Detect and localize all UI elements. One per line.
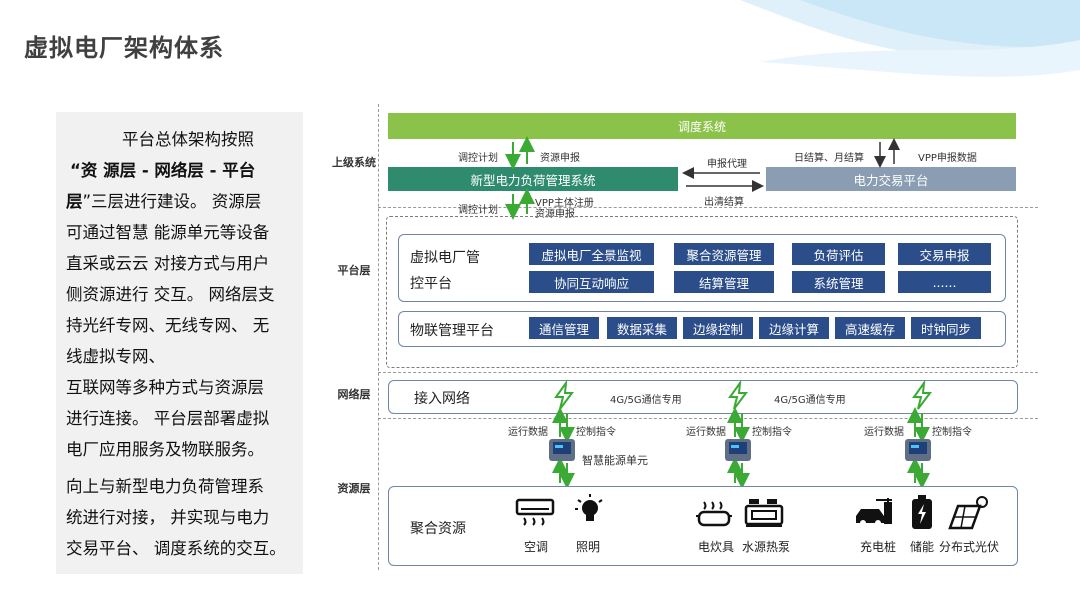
- intro-line: 互联网等多种方式与资源层: [66, 378, 264, 397]
- iot-module-communication: 通信管理: [529, 317, 599, 339]
- device-label-pv: 分布式光伏: [938, 540, 999, 554]
- intro-rest: ”三层进行建设。 资源层: [82, 192, 262, 211]
- iot-platform-label: 物联管理平台: [410, 323, 494, 339]
- charging-pile-icon: [856, 498, 892, 526]
- aggregate-resource-label: 聚合资源: [410, 521, 466, 537]
- comm-label: 4G/5G通信专用: [774, 395, 846, 406]
- energy-unit-icon: [905, 439, 931, 461]
- cooker-icon: [696, 501, 732, 527]
- label-control-command: 控制指令: [752, 427, 792, 438]
- device-label-cooker: 电炊具: [697, 540, 734, 554]
- label-settlement: 日结算、月结算: [794, 153, 864, 164]
- device-label-storage: 储能: [909, 540, 934, 554]
- air-conditioner-icon: [515, 498, 555, 526]
- label-run-data: 运行数据: [686, 427, 726, 438]
- iot-module-clock-sync: 时钟同步: [911, 317, 981, 339]
- iot-module-edge-compute: 边缘计算: [759, 317, 829, 339]
- power-trading-platform-bar: 电力交易平台: [766, 167, 1016, 191]
- energy-unit-icon: [725, 439, 751, 461]
- module-system-management: 系统管理: [792, 271, 885, 293]
- intro-line: 线虚拟专网、: [66, 347, 165, 366]
- intro-line: 电厂应用服务及物联服务。: [66, 440, 264, 459]
- label-dispatch-control: 调控计划: [458, 205, 498, 216]
- layer-axis: [378, 104, 379, 570]
- intro-line: 平台总体架构按照: [122, 130, 254, 149]
- energy-unit-icon: [549, 439, 575, 461]
- layer-label-platform: 平台层: [337, 264, 371, 277]
- layer-divider: [378, 418, 1038, 419]
- iot-module-edge-control: 边缘控制: [683, 317, 753, 339]
- energy-unit-label: 智慧能源单元: [582, 454, 648, 467]
- module-cooperative-response: 协同互动响应: [529, 271, 654, 293]
- lightbulb-icon: [575, 494, 603, 521]
- platform-layer-box: [386, 216, 1018, 368]
- layer-divider: [378, 372, 1038, 373]
- layer-label-upper: 上级系统: [332, 156, 376, 169]
- heat-pump-icon: [744, 499, 784, 527]
- module-trade-report: 交易申报: [898, 243, 991, 265]
- device-label-charging-pile: 充电桩: [859, 540, 896, 554]
- intro-line: 侧资源进行 交互。 网络层支: [66, 285, 275, 304]
- intro-line: 统进行对接， 并实现与电力: [66, 508, 270, 527]
- layer-label-resource: 资源层: [337, 482, 371, 495]
- access-network-label: 接入网络: [414, 391, 470, 407]
- label-run-data: 运行数据: [508, 427, 548, 438]
- iot-module-cache: 高速缓存: [835, 317, 905, 339]
- module-panorama-monitor: 虚拟电厂全景监视: [529, 243, 654, 265]
- label-dispatch-control: 调控计划: [458, 153, 498, 164]
- intro-line: “资 源层 - 网络层 - 平台: [70, 161, 256, 180]
- solar-panel-icon: [948, 496, 988, 530]
- label-resource-report: 资源申报: [535, 209, 575, 220]
- device-label-lighting: 照明: [575, 540, 600, 554]
- module-aggregate-resource: 聚合资源管理: [674, 243, 774, 265]
- page-title: 虚拟电厂架构体系: [24, 34, 224, 62]
- intro-line: 可通过智慧 能源单元等设备: [66, 223, 270, 242]
- intro-line: 直采或云云 对接方式与用户: [66, 254, 270, 273]
- label-clearing-settlement: 出清结算: [704, 197, 744, 208]
- device-label-heat-pump: 水源热泵: [741, 540, 790, 554]
- layer-divider: [378, 207, 1038, 208]
- label-control-command: 控制指令: [576, 427, 616, 438]
- label-control-command: 控制指令: [932, 427, 972, 438]
- comm-label: 4G/5G通信专用: [610, 395, 682, 406]
- intro-line: 向上与新型电力负荷管理系: [66, 477, 264, 496]
- module-settlement: 结算管理: [674, 271, 774, 293]
- intro-panel: [56, 112, 303, 574]
- label-vpp-register: VPP主体注册: [535, 198, 594, 209]
- intro-line: 层”三层进行建设。 资源层: [66, 186, 301, 217]
- label-report-agent: 申报代理: [707, 159, 747, 170]
- iot-module-data-collection: 数据采集: [607, 317, 677, 339]
- intro-line: 交易平台、 调度系统的交互。: [66, 539, 286, 558]
- intro-bold: 层: [66, 192, 83, 211]
- label-vpp-report: VPP申报数据: [918, 153, 977, 164]
- intro-line: 持光纤专网、无线专网、 无: [66, 316, 270, 335]
- decorative-wave: [740, 0, 1080, 77]
- module-load-assessment: 负荷评估: [792, 243, 885, 265]
- load-management-system-bar: 新型电力负荷管理系统: [388, 167, 678, 191]
- dispatch-system-bar: 调度系统: [388, 113, 1016, 139]
- module-more: ......: [898, 271, 991, 293]
- device-label-ac: 空调: [523, 540, 548, 554]
- intro-line: 进行连接。 平台层部署虚拟: [66, 409, 270, 428]
- battery-storage-icon: [912, 495, 932, 529]
- label-run-data: 运行数据: [864, 427, 904, 438]
- layer-label-network: 网络层: [337, 388, 371, 401]
- label-resource-report: 资源申报: [540, 153, 580, 164]
- vpp-platform-label: 虚拟电厂管: [410, 250, 480, 266]
- vpp-platform-label: 控平台: [410, 276, 452, 292]
